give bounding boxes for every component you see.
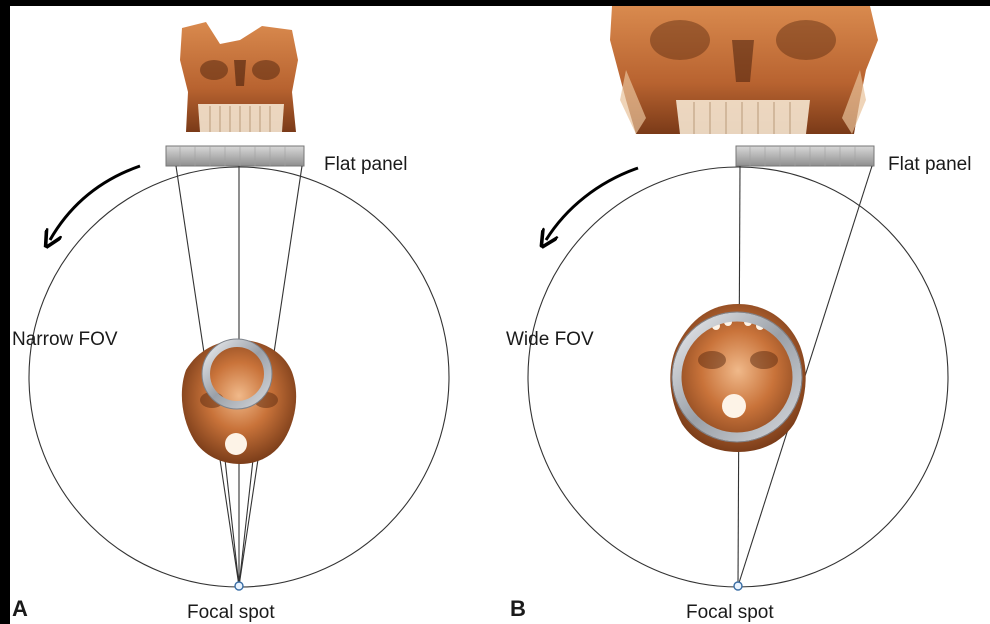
skull-frontal-view [610,6,878,134]
panel-letter: A [12,596,28,621]
flat-panel-label: Flat panel [888,154,971,175]
flat-panel-detector [736,146,874,166]
focal-spot-marker [734,582,742,590]
panel-letter: B [510,596,526,621]
focal-spot-label: Focal spot [187,602,275,623]
flat-panel-detector [166,146,304,166]
focal-spot-marker [235,582,243,590]
fov-label: Wide FOV [506,329,594,350]
focal-spot-label: Focal spot [686,602,774,623]
flat-panel-label: Flat panel [324,154,407,175]
axial-skull-slice [670,304,805,452]
fov-label: Narrow FOV [12,329,118,350]
